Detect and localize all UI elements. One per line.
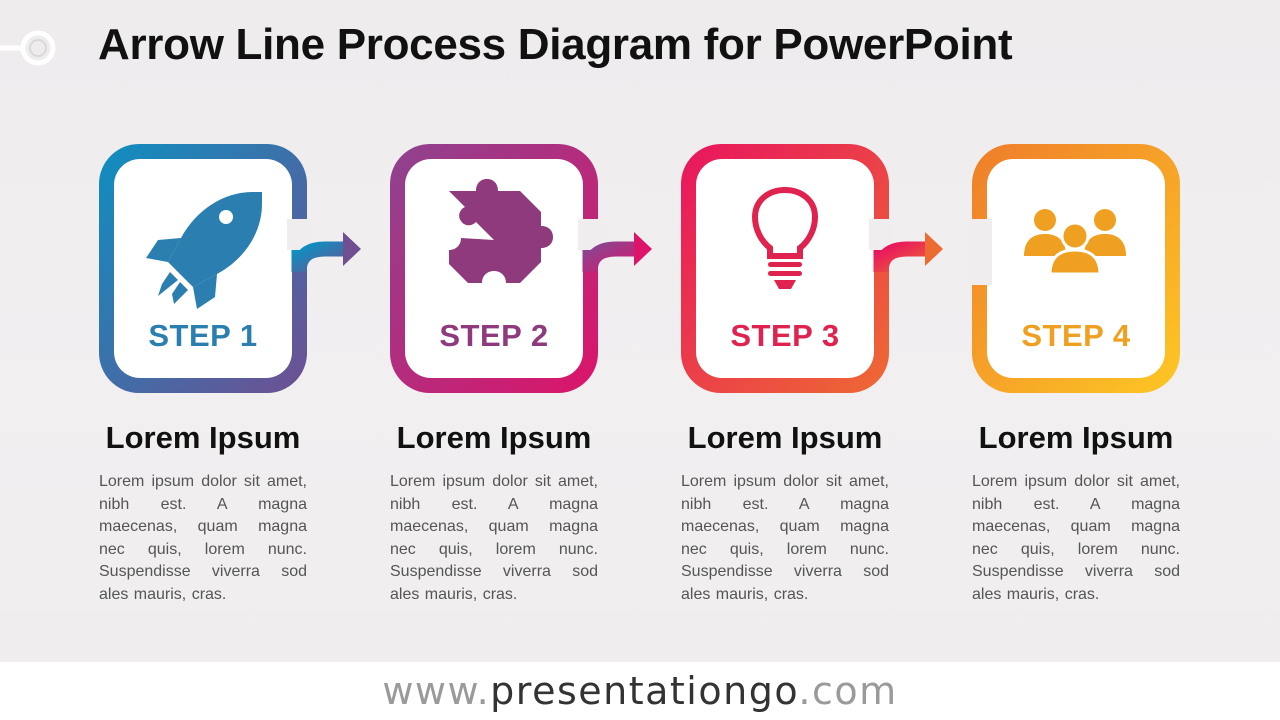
step-3-card [681, 144, 943, 393]
step-3-label: STEP 3 [730, 318, 840, 353]
step-4-description: Lorem ipsum dolor sit amet, nibh est. A … [972, 473, 1180, 603]
step-3-heading: Lorem Ipsum [687, 420, 883, 455]
puzzle-piece-icon [449, 179, 553, 283]
step-1-label: STEP 1 [148, 318, 258, 353]
step-2-label: STEP 2 [439, 318, 549, 353]
step-2-heading: Lorem Ipsum [396, 420, 592, 455]
step-4-heading: Lorem Ipsum [978, 420, 1174, 455]
process-diagram [99, 144, 1180, 393]
footer-suffix: .com [798, 669, 898, 713]
step-3-panel [696, 159, 874, 378]
footer-prefix: www. [382, 669, 491, 713]
footer-domain: presentationgo [490, 669, 799, 713]
step-2-description: Lorem ipsum dolor sit amet, nibh est. A … [390, 473, 598, 603]
rocket-icon [146, 192, 262, 309]
page-title: Arrow Line Process Diagram for PowerPoin… [98, 20, 1013, 69]
step-3-description: Lorem ipsum dolor sit amet, nibh est. A … [681, 473, 889, 603]
step-1-heading: Lorem Ipsum [105, 420, 301, 455]
step-1-arrowhead [343, 232, 361, 266]
step-4-card [968, 144, 1180, 393]
pin-icon [0, 30, 56, 66]
step-2-arrowhead [634, 232, 652, 266]
step-4-label: STEP 4 [1021, 318, 1131, 353]
step-1-description: Lorem ipsum dolor sit amet, nibh est. A … [99, 473, 307, 603]
footer-url[interactable]: www.presentationgo.com [0, 662, 1280, 720]
step-3-arrowhead [925, 232, 943, 266]
group-people-icon [1024, 209, 1126, 276]
lightbulb-icon [751, 186, 819, 289]
step-2-card [390, 144, 652, 393]
step-1-card [99, 144, 361, 393]
